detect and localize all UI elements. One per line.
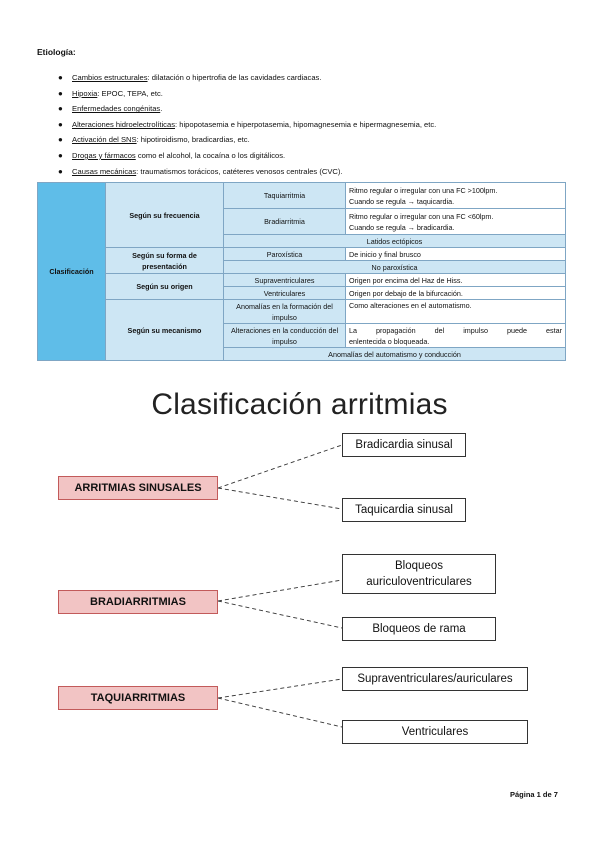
- table-cell: Anomalías en la formación del impulso: [223, 299, 346, 324]
- table-cell: Según su mecanismo: [105, 299, 224, 361]
- list-item-text: .: [160, 104, 163, 114]
- table-row: Anomalías del automatismo y conducción: [38, 347, 566, 361]
- bullet-icon: ●: [58, 135, 63, 145]
- bullet-icon: ●: [58, 119, 63, 129]
- table-row: Según su origen Supraventriculares Orige…: [38, 273, 566, 300]
- table-row: Alteraciones en la conducción del impuls…: [38, 323, 566, 348]
- table-row: No paroxística: [38, 260, 566, 274]
- list-item: ● Activación del SNS: hipotiroidismo, bra…: [40, 132, 570, 148]
- table-cell: Según su forma de presentación: [105, 247, 224, 274]
- list-item-text: : hipopotasemia e hiperpotasemia, hipoma…: [175, 119, 437, 129]
- diagram-title: Clasificación arritmias: [151, 388, 448, 421]
- category-taquiarritmias: TAQUIARRITMIAS: [58, 686, 218, 710]
- node-label: Bloqueos auriculoventriculares: [366, 560, 472, 588]
- table-cell: Origen por encima del Haz de Hiss.: [345, 273, 566, 287]
- bullet-icon: ●: [58, 166, 63, 176]
- table-cell: Clasificación: [37, 182, 106, 361]
- table-cell: Paroxística: [223, 247, 346, 261]
- bullet-icon: ●: [58, 73, 63, 82]
- table-cell: Ritmo regular o irregular con una FC >10…: [345, 182, 566, 209]
- list-item: ● Enfermedades congénitas.: [40, 101, 570, 117]
- table-cell: Origen por debajo de la bifurcación.: [345, 286, 566, 300]
- page-number: Página 1 de 7: [510, 790, 558, 799]
- list-item-term: Causas mecánicas: [72, 166, 137, 176]
- category-arritmias-sinusales: ARRITMIAS SINUSALES: [58, 476, 218, 500]
- node-ventriculares: Ventriculares: [342, 720, 528, 744]
- table-cell: Ventriculares: [223, 286, 346, 300]
- table-cell: Según su frecuencia: [105, 182, 224, 248]
- list-item-text: : dilatación o hipertrofia de las cavida…: [147, 73, 322, 82]
- connector-line: [217, 487, 343, 510]
- table-cell: Taquiarritmia: [223, 182, 346, 209]
- etiologia-list: ● Cambios estructurales: dilatación o hip…: [40, 70, 570, 179]
- list-item-text: : EPOC, TEPA, etc.: [97, 88, 163, 98]
- list-item-text: : traumatismos torácicos, catéteres veno…: [136, 166, 343, 176]
- table-row: Según su mecanismo Anomalías en la forma…: [38, 299, 566, 361]
- node-bloqueos-rama: Bloqueos de rama: [342, 617, 496, 641]
- connector-line: [217, 678, 343, 699]
- category-bradiarritmias: BRADIARRITMIAS: [58, 590, 218, 614]
- table-cell: Bradiarritmia: [223, 208, 346, 235]
- table-row: Ventriculares Origen por debajo de la bi…: [38, 286, 566, 300]
- cell-line: La propagación del impulso puede estar: [349, 324, 562, 336]
- connector-line: [217, 600, 343, 629]
- node-supraventriculares: Supraventriculares/auriculares: [342, 667, 528, 691]
- list-item-term: Drogas y fármacos: [72, 150, 136, 160]
- etiologia-heading: Etiología:: [37, 47, 76, 57]
- bullet-icon: ●: [58, 104, 63, 114]
- list-item-term: Cambios estructurales: [72, 73, 148, 82]
- list-item-term: Hipoxia: [72, 88, 98, 98]
- list-item: ● Hipoxia: EPOC, TEPA, etc.: [40, 86, 570, 102]
- connector-line: [217, 444, 343, 489]
- list-item-term: Enfermedades congénitas: [72, 104, 161, 114]
- table-cell: Anomalías del automatismo y conducción: [223, 347, 566, 361]
- cell-line: Ritmo regular o irregular con una FC >10…: [349, 185, 498, 195]
- cell-line: Cuando se regula → taquicardia.: [349, 196, 455, 206]
- cell-line: Cuando se regula → bradicardia.: [349, 222, 455, 232]
- connector-line: [217, 697, 343, 728]
- table-cell: No paroxística: [223, 260, 566, 274]
- list-item-text: : hipotiroidismo, bradicardias, etc.: [136, 135, 250, 145]
- node-bloqueos-av: Bloqueos auriculoventriculares: [342, 554, 496, 594]
- list-item: ● Cambios estructurales: dilatación o hip…: [40, 70, 570, 86]
- cell-line: Ritmo regular o irregular con una FC <60…: [349, 211, 494, 221]
- list-item: ● Alteraciones hidroelectrolíticas: hipop…: [40, 117, 570, 133]
- connector-line: [217, 579, 343, 602]
- list-item: ● Drogas y fármacos como el alcohol, la c…: [40, 148, 570, 164]
- bullet-icon: ●: [58, 88, 63, 98]
- table-row: Bradiarritmia Ritmo regular o irregular …: [38, 208, 566, 235]
- list-item-text: como el alcohol, la cocaína o los digitá…: [135, 150, 286, 160]
- list-item-term: Alteraciones hidroelectrolíticas: [72, 119, 175, 129]
- node-bradicardia-sinusal: Bradicardia sinusal: [342, 433, 466, 457]
- table-row: Clasificación Según su frecuencia Taquia…: [37, 182, 566, 361]
- classification-table: Clasificación Según su frecuencia Taquia…: [37, 182, 566, 361]
- table-cell: Según su origen: [105, 273, 224, 300]
- bullet-icon: ●: [58, 150, 63, 160]
- list-item: ● Causas mecánicas: traumatismos torácico…: [40, 164, 570, 180]
- node-taquicardia-sinusal: Taquicardia sinusal: [342, 498, 466, 522]
- cell-line: enlentecida o bloqueada.: [349, 336, 430, 346]
- list-item-term: Activación del SNS: [72, 135, 137, 145]
- table-cell: Ritmo regular o irregular con una FC <60…: [345, 208, 566, 235]
- table-cell: Alteraciones en la conducción del impuls…: [223, 323, 346, 348]
